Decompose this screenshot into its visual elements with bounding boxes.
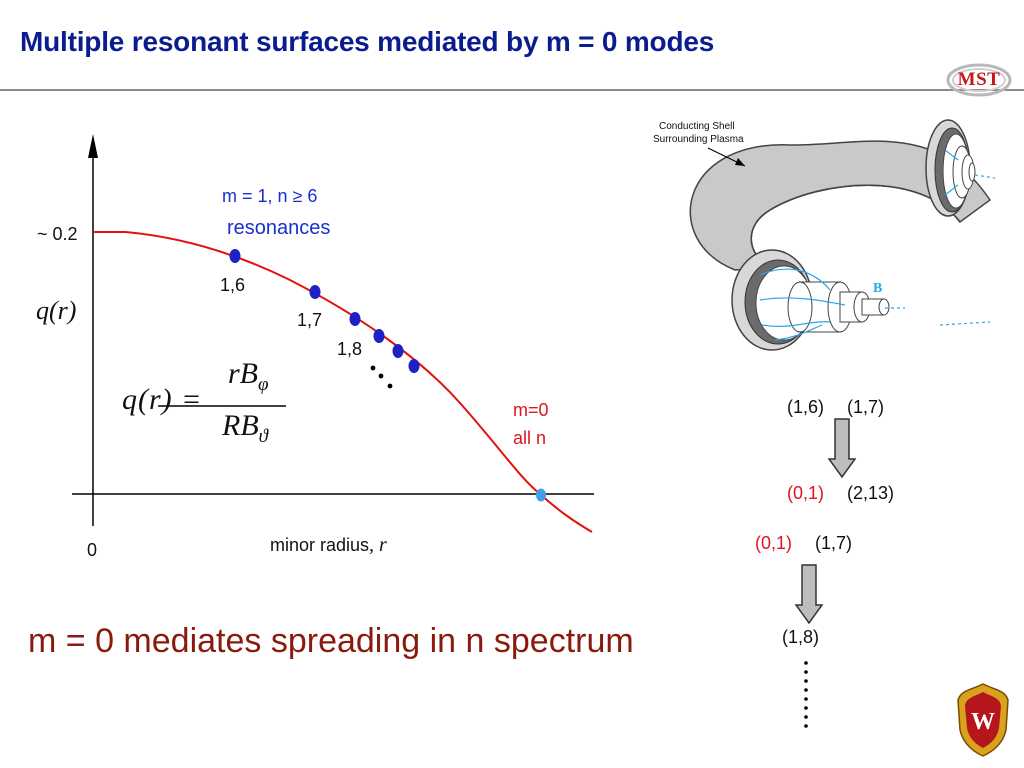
resonance-point-1-7: [309, 285, 321, 299]
resonance-label-line1: m = 1, n ≥ 6: [222, 186, 318, 206]
mst-logo: MST: [946, 62, 1012, 98]
title-divider: [0, 89, 1024, 91]
magnetic-field-lines: [759, 149, 996, 341]
formula-denominator-sub: ϑ: [258, 426, 268, 447]
y-axis-arrow: [88, 134, 98, 158]
bottom-statement: m = 0 mediates spreading in n spectrum: [28, 622, 634, 660]
formula-denominator: RBϑ: [222, 409, 268, 448]
formula-lhs: q(r) =: [122, 383, 203, 416]
point-label-1-6: 1,6: [220, 275, 246, 295]
m0-label-line1: m=0: [513, 400, 549, 420]
down-arrow-icon: [827, 418, 857, 479]
formula-numerator-text: rB: [228, 357, 258, 390]
formula-numerator: rBφ: [228, 357, 269, 396]
resonance-point-1-8: [349, 312, 361, 326]
x-axis-label: minor radius, r: [270, 534, 387, 557]
formula-numerator-sub: φ: [258, 374, 269, 395]
cascade-row2-a: (0,1): [787, 483, 825, 503]
resonance-label-line2: resonances: [227, 217, 331, 239]
resonance-point-1-6: [229, 249, 241, 263]
m0-label-line2: all n: [513, 428, 547, 448]
shell-label-line1: Conducting Shell: [659, 121, 735, 132]
resonance-point: [373, 329, 385, 343]
formula-denominator-text: RB: [222, 409, 259, 442]
field-label: B: [873, 281, 883, 296]
cascade-row2-b: (2,13): [847, 483, 895, 503]
mst-logo-text: MST: [957, 69, 1001, 90]
point-label-1-7: 1,7: [297, 310, 323, 330]
shell-label-line2: Surrounding Plasma: [653, 134, 744, 145]
cascade-row3-a: (0,1): [755, 533, 793, 553]
ellipsis-dot: [370, 365, 376, 371]
m0-resonance-point: [536, 488, 546, 502]
ellipsis-dot: [378, 373, 384, 379]
cascade-row1-a: (1,6): [787, 397, 825, 417]
cascade-row1-b: (1,7): [847, 397, 885, 417]
cascade-row3-b: (1,7): [815, 533, 853, 553]
ellipsis-dot: [387, 383, 393, 389]
resonance-point: [392, 344, 404, 358]
continuation-dots: [804, 661, 808, 728]
x-origin-label: 0: [87, 540, 98, 560]
x-axis-label-var: , r: [369, 534, 387, 556]
shell-label-arrowhead: [735, 158, 745, 166]
y-axis-label: q(r): [36, 296, 77, 325]
y-tick-label: ~ 0.2: [37, 224, 78, 244]
x-axis-label-text: minor radius: [270, 535, 370, 555]
mst-logo-icon: [946, 63, 1012, 97]
slide-title: Multiple resonant surfaces mediated by m…: [20, 26, 715, 57]
resonance-point: [408, 359, 420, 373]
point-label-1-8: 1,8: [337, 339, 363, 359]
down-arrow-icon: [794, 564, 824, 625]
cascade-row4: (1,8): [782, 627, 820, 647]
svg-text:W: W: [971, 709, 995, 735]
